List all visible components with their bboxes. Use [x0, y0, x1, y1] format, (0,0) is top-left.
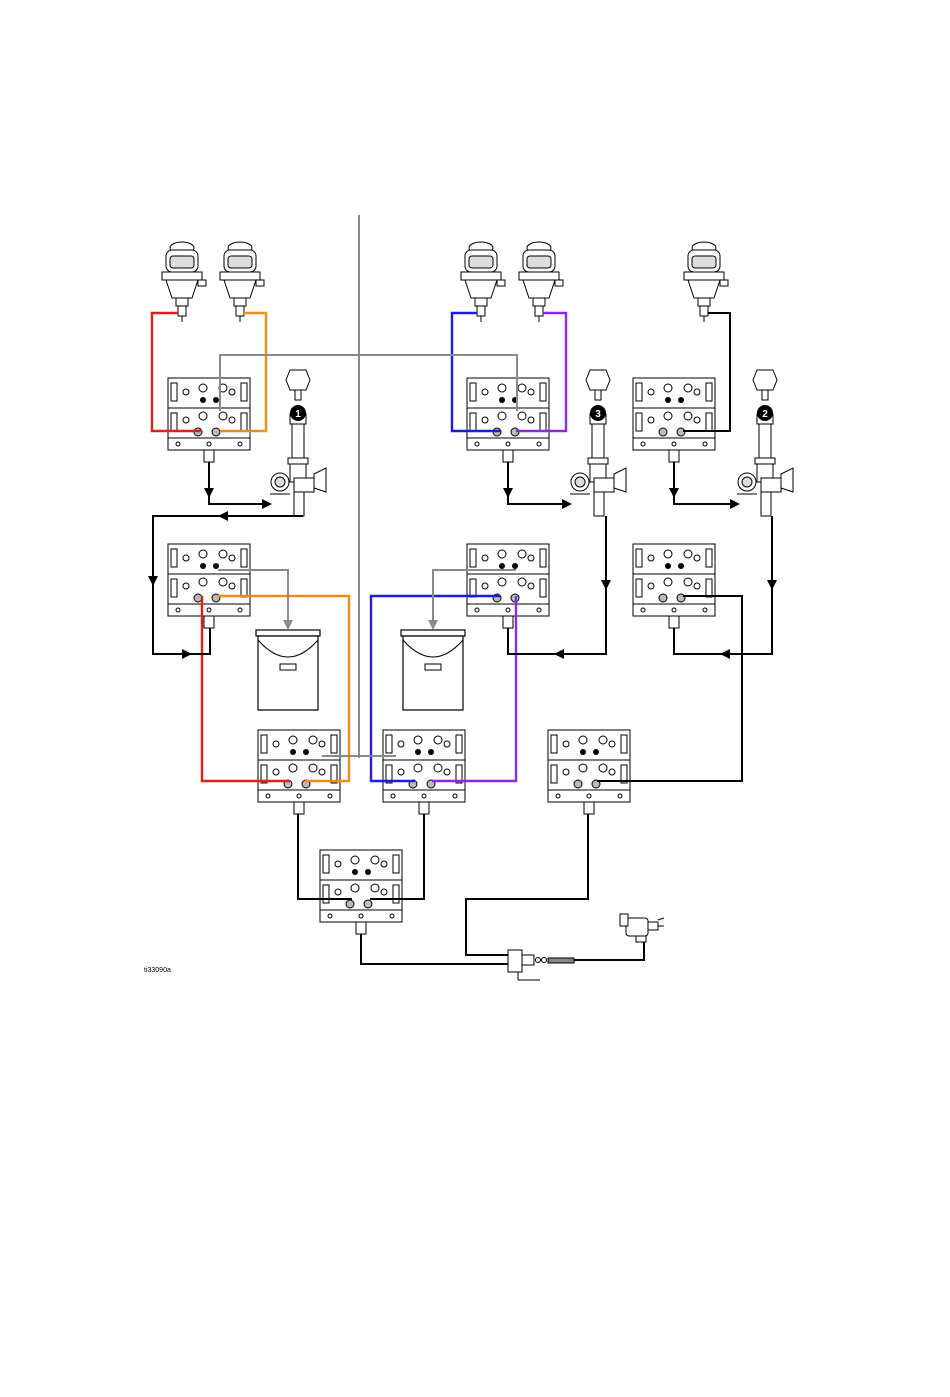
mix-manifold-2: [383, 730, 465, 814]
flow-combine-to-mixer: [361, 934, 508, 964]
flow-m4-outlet: [190, 628, 210, 654]
color-valve-manifold-1: [168, 378, 250, 462]
pump-red: [162, 242, 206, 322]
flow-m6-inlet: [674, 628, 722, 654]
flow-reg3-down: [556, 516, 606, 654]
dump-valve-manifold-1: [168, 544, 250, 628]
callout-3: 3: [590, 405, 606, 421]
flow-m3-to-reg2: [674, 462, 738, 504]
svg-text:3: 3: [595, 409, 601, 420]
dump-valve-manifold-3: [633, 544, 715, 628]
svg-text:2: 2: [762, 409, 768, 420]
mix-manifold-3: [548, 730, 630, 814]
fluid-regulator-2: [737, 370, 793, 516]
combine-manifold: [320, 850, 402, 934]
flow-m2-to-reg3: [508, 462, 570, 504]
color-valve-manifold-2: [467, 378, 549, 462]
callout-2: 2: [757, 405, 773, 421]
flow-mix3-to-mixer: [466, 814, 588, 955]
waste-pail-2: [401, 630, 465, 710]
color-valve-manifold-3: [633, 378, 715, 462]
pump-orange: [220, 242, 264, 322]
svg-text:1: 1: [295, 409, 301, 420]
flow-m1-to-reg1: [209, 462, 270, 504]
pump-black: [684, 242, 728, 322]
mix-manifold-1: [258, 730, 340, 814]
fluid-regulator-1: [270, 370, 326, 516]
fluid-hose-to-gun: [574, 940, 644, 960]
waste-pail-1: [256, 630, 320, 710]
dump-valve-manifold-2: [467, 544, 549, 628]
pump-purple: [519, 242, 563, 322]
static-mixer: [508, 950, 574, 980]
pump-blue: [461, 242, 505, 322]
figure-id-label: ti33090a: [144, 967, 171, 974]
fluid-regulator-3: [570, 370, 626, 516]
flow-reg2-down: [722, 516, 772, 654]
spray-gun-icon: [620, 914, 664, 942]
callout-1: 1: [290, 405, 306, 421]
